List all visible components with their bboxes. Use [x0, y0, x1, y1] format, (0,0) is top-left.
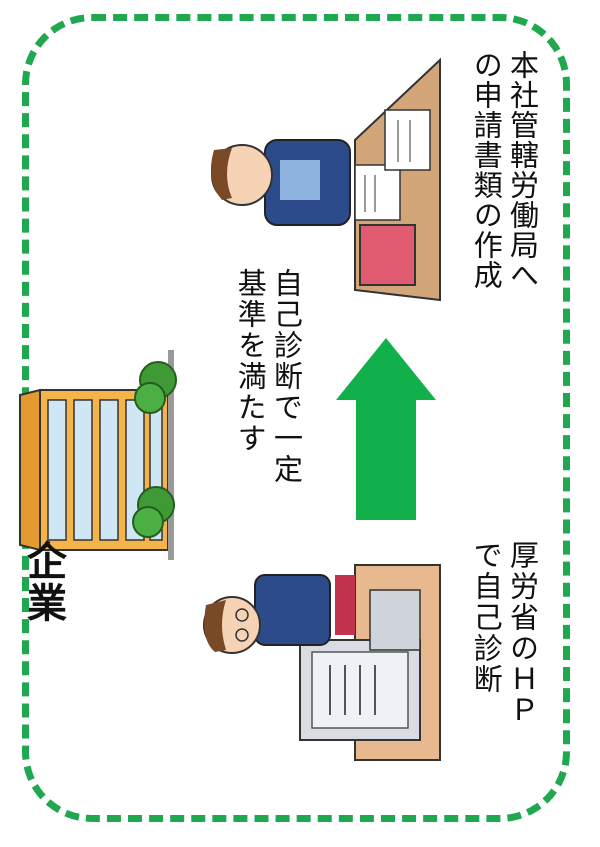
application-label: 本社管轄労働局へ の申請書類の作成 [468, 50, 541, 290]
criteria-line-2: 基準を満たす [233, 268, 268, 454]
application-line-2: の申請書類の作成 [469, 50, 504, 290]
person-at-computer-icon [203, 564, 441, 761]
section-title: 企業 [20, 540, 66, 624]
up-arrow-icon [336, 338, 436, 520]
criteria-line-1: 自己診断で一定 [269, 268, 304, 485]
person-with-documents-icon [210, 57, 441, 302]
criteria-label: 自己診断で一定 基準を満たす [232, 268, 305, 485]
self-check-line-1: 厚労省のＨＰ [505, 540, 540, 726]
self-check-line-2: で自己診断 [469, 540, 504, 695]
company-building-icon [19, 350, 177, 560]
application-line-1: 本社管轄労働局へ [505, 50, 540, 290]
self-check-label: 厚労省のＨＰ で自己診断 [468, 540, 541, 726]
